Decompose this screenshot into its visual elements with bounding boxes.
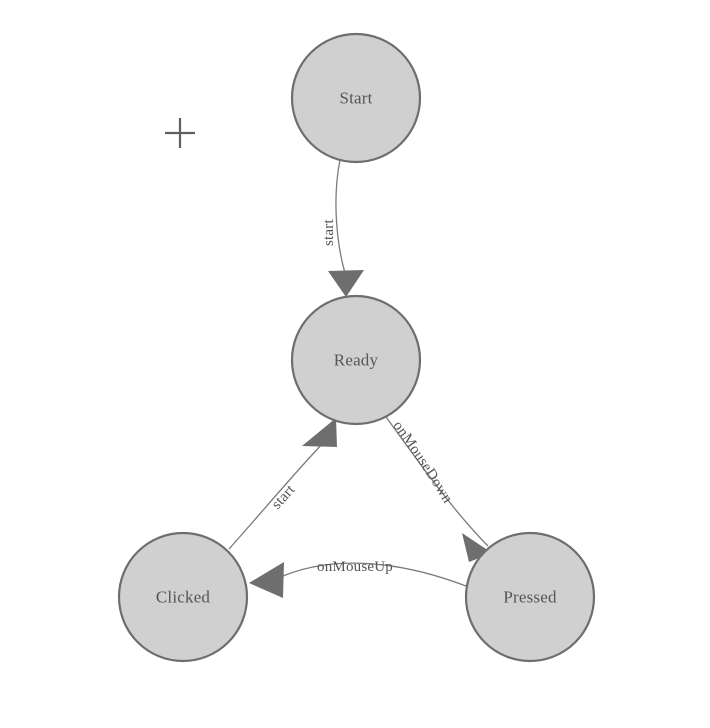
edge-clicked-to-ready[interactable]: start [228, 418, 337, 550]
edge-pressed-to-clicked-arrowhead [249, 562, 284, 598]
state-node-pressed[interactable]: Pressed [464, 531, 596, 663]
edge-ready-to-pressed-label-text: onMouseDown [390, 418, 456, 506]
edge-ready-to-pressed-label: onMouseDown [390, 418, 456, 506]
state-node-start[interactable]: Start [290, 32, 422, 164]
state-node-ready[interactable]: Ready [290, 294, 422, 426]
state-node-ready-label: Ready [334, 351, 379, 370]
state-node-clicked[interactable]: Clicked [117, 531, 249, 663]
state-node-start-label: Start [339, 89, 372, 108]
state-node-pressed-label: Pressed [503, 588, 557, 607]
state-node-ready-circle [290, 294, 422, 426]
state-node-pressed-circle [464, 531, 596, 663]
edge-ready-to-pressed-path [383, 413, 489, 547]
edge-clicked-to-ready-label-text: start [269, 482, 299, 513]
edge-clicked-to-ready-label: start [269, 482, 299, 513]
edge-start-to-ready-label: start [321, 219, 337, 246]
edge-clicked-to-ready-path [228, 440, 326, 550]
edge-start-to-ready-path [335, 159, 346, 274]
edge-pressed-to-clicked[interactable]: onMouseUp [249, 559, 467, 598]
edge-start-to-ready-arrowhead [328, 270, 364, 297]
edge-pressed-to-clicked-path [273, 562, 467, 587]
state-node-clicked-circle [117, 531, 249, 663]
state-node-start-circle [290, 32, 422, 164]
edge-pressed-to-clicked-label: onMouseUp [317, 559, 393, 575]
plus-marker-icon [165, 118, 195, 148]
edge-clicked-to-ready-arrowhead [302, 418, 337, 447]
edge-ready-to-pressed[interactable]: onMouseDown [383, 413, 492, 562]
edge-start-to-ready[interactable]: start [321, 159, 364, 297]
state-node-clicked-label: Clicked [156, 588, 211, 607]
